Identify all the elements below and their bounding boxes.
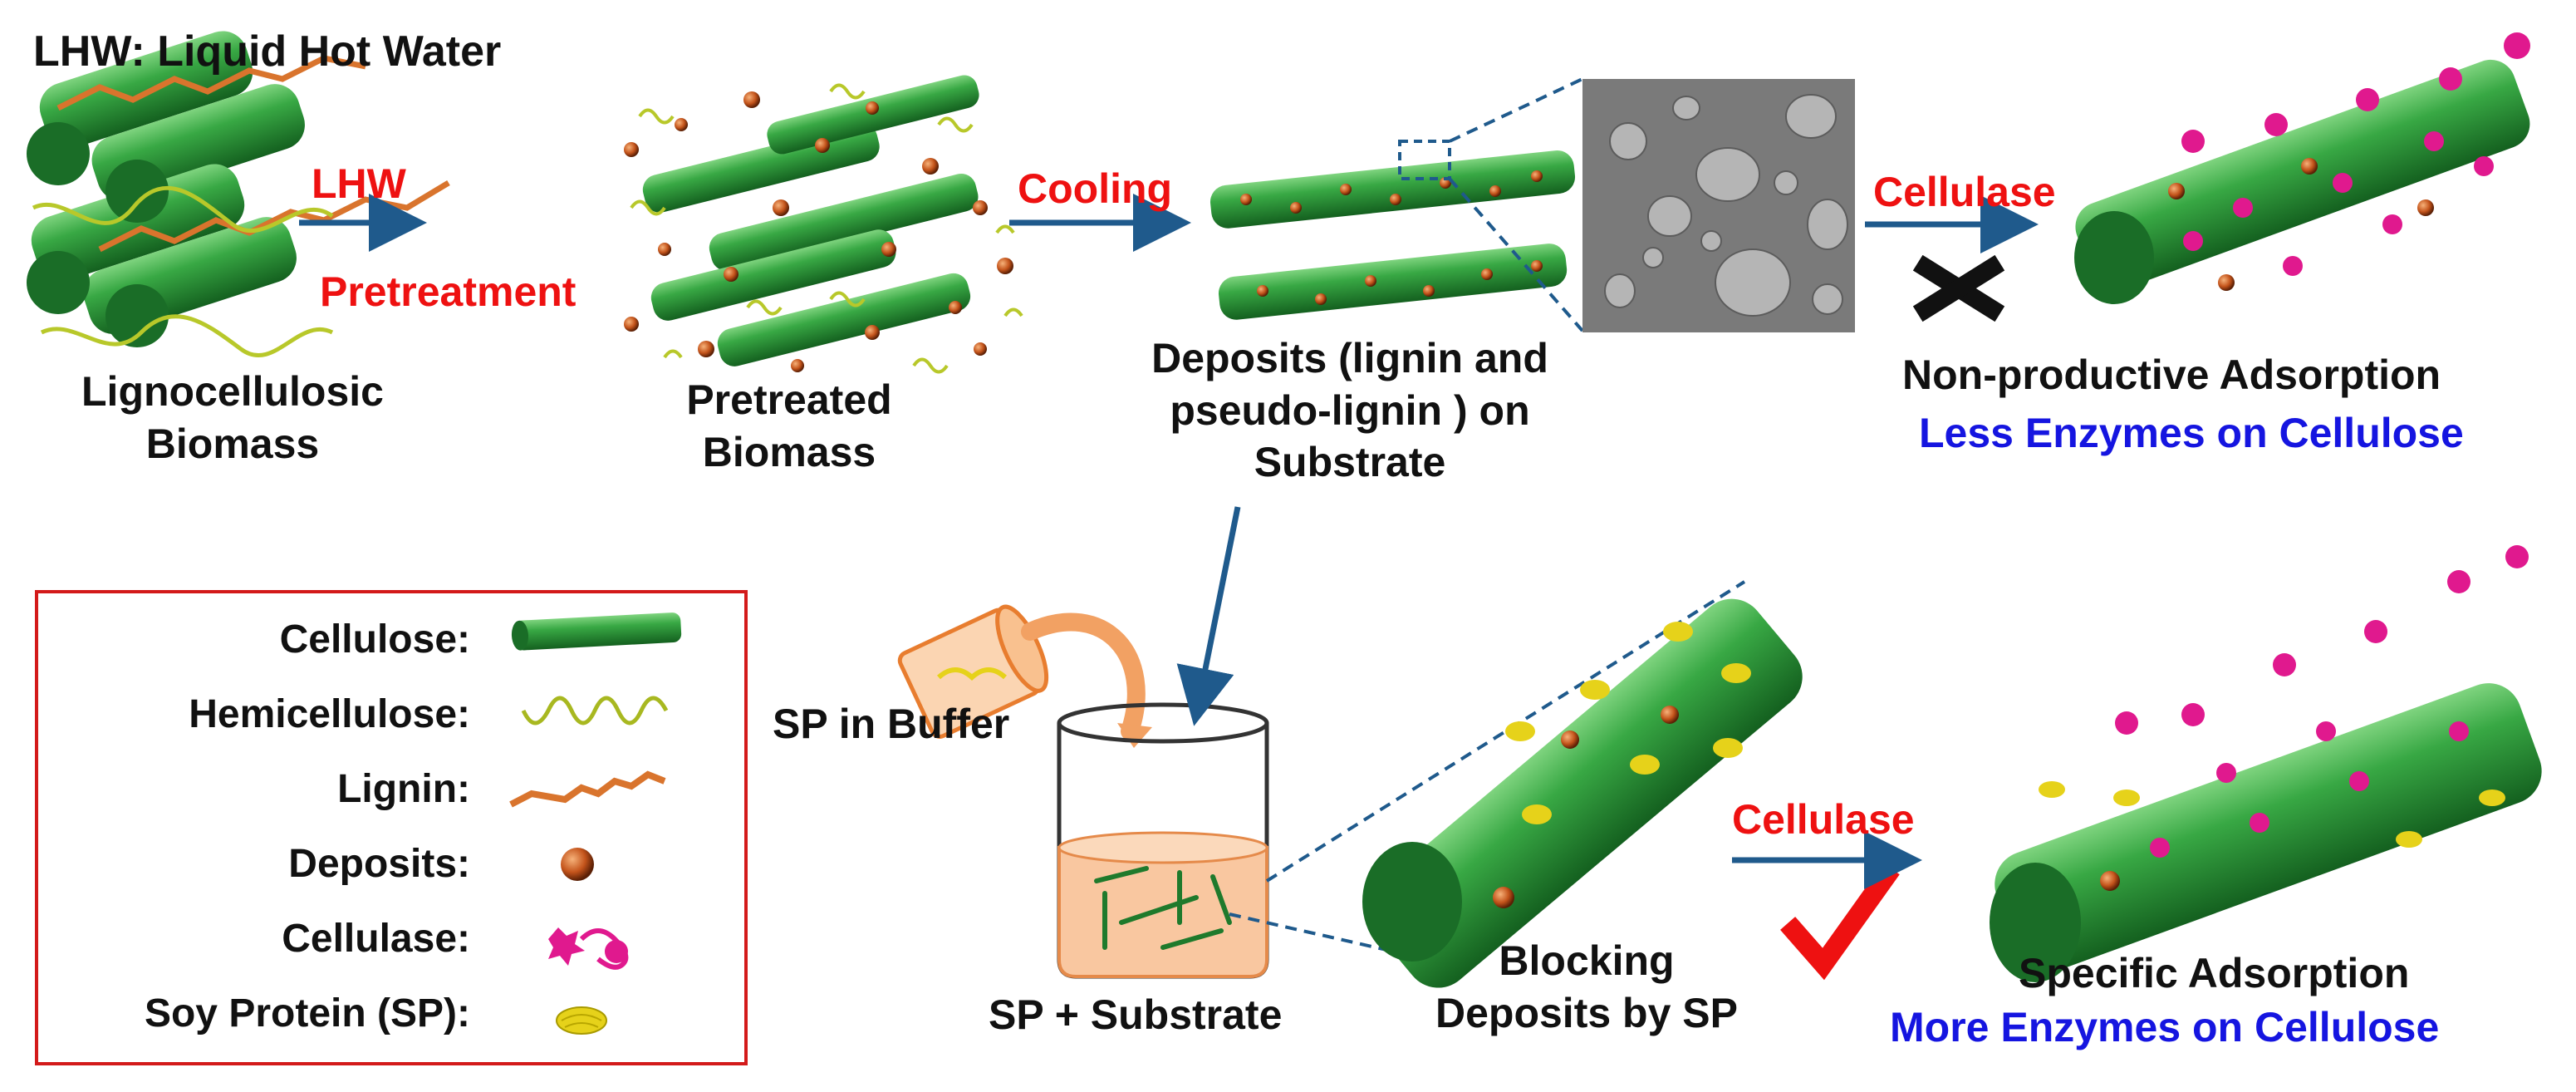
legend-box: Cellulose: Hemicellulose: Lignin: Deposi… (35, 590, 748, 1065)
label-lignocellulosic-biomass: Lignocellulosic Biomass (81, 368, 384, 467)
legend-label-cellulase: Cellulase: (282, 917, 470, 961)
cellulase-enzyme-icon (548, 927, 629, 970)
outcome-bottom-subtitle: More Enzymes on Cellulose (1890, 1004, 2440, 1050)
label-deposits-on-substrate: Deposits (lignin and pseudo-lignin ) on … (1151, 335, 1548, 485)
lignin-zigzag-icon (509, 770, 666, 808)
arrow-to-beaker (1176, 506, 1241, 726)
pretreated-biomass-illustration (624, 75, 1023, 374)
sem-micrograph (1582, 79, 1855, 332)
arrow-label-lhw: LHW (312, 160, 406, 207)
cellulose-rod-icon (511, 612, 682, 651)
deposits-substrate-illustration (1209, 77, 1584, 332)
outcome-top-subtitle: Less Enzymes on Cellulose (1919, 410, 2464, 456)
legend-label-cellulose: Cellulose: (279, 617, 470, 662)
soy-protein-icon (556, 1006, 607, 1035)
label-blocking-deposits: Blocking Deposits by SP (1435, 937, 1738, 1036)
arrow-label-cooling: Cooling (1018, 165, 1173, 212)
check-mark-icon (1780, 863, 1900, 981)
legend-label-deposits: Deposits: (288, 842, 470, 886)
label-sp-in-buffer: SP in Buffer (773, 701, 1010, 747)
label-sp-substrate: SP + Substrate (989, 991, 1283, 1038)
beaker-illustration (1057, 702, 1269, 979)
diagram-title: LHW: Liquid Hot Water (33, 27, 502, 76)
non-productive-rod-illustration (2074, 32, 2530, 304)
specific-adsorption-rod-illustration (1990, 545, 2542, 982)
cross-mark-icon (1912, 254, 2005, 322)
arrow-label-cellulase-top: Cellulase (1873, 169, 2056, 215)
legend-label-lignin: Lignin: (337, 767, 470, 811)
blocking-deposits-rod-illustration (1362, 598, 1803, 988)
legend-label-hemicellulose: Hemicellulose: (189, 692, 470, 736)
arrow-label-cellulase-bottom: Cellulase (1732, 796, 1915, 843)
legend-icons (509, 612, 682, 1035)
label-pretreated-biomass: Pretreated Biomass (686, 376, 892, 475)
hemicellulose-coil-icon (521, 696, 669, 726)
outcome-bottom-title: Specific Adsorption (2019, 950, 2410, 996)
arrow-label-pretreatment: Pretreatment (320, 268, 577, 315)
legend-label-soy-protein: Soy Protein (SP): (144, 991, 470, 1035)
outcome-top-title: Non-productive Adsorption (1902, 352, 2441, 398)
deposit-sphere-icon (561, 848, 594, 881)
